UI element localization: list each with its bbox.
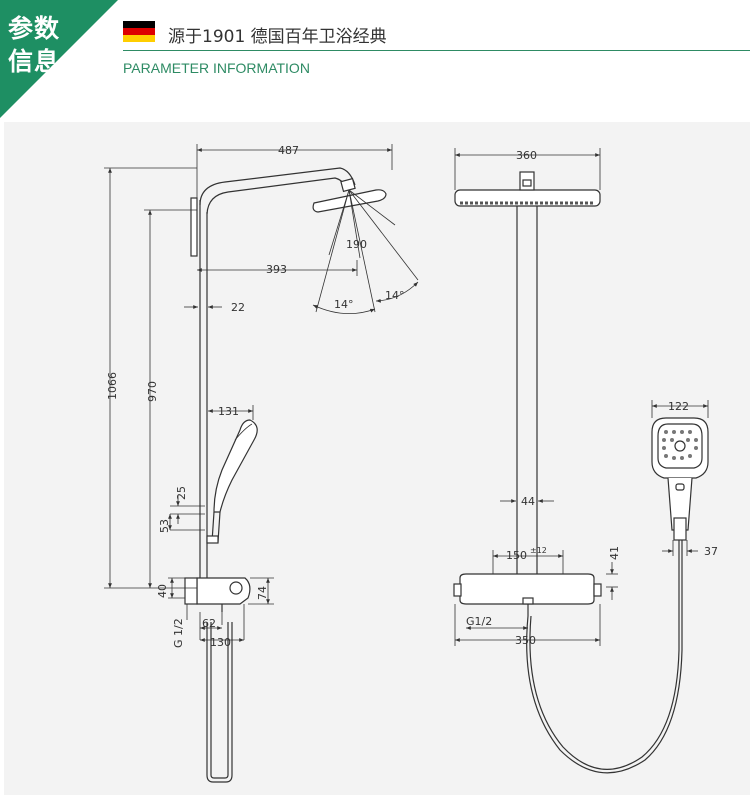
page-title: 源于1901 德国百年卫浴经典: [168, 27, 387, 47]
angle-arc-right: [375, 281, 419, 303]
dim-inlet-tolerance: ±12: [530, 546, 547, 555]
dim-pipe-offset: 22: [231, 301, 245, 314]
dim-53: 53: [158, 519, 171, 533]
hand-shower-front: [651, 417, 709, 541]
dim-130: 130: [210, 636, 231, 649]
hand-shower-dimensions: [651, 400, 709, 556]
dim-total-height: 1066: [106, 372, 119, 400]
overhead-shower-head: [312, 189, 387, 213]
wall-connector: [184, 577, 198, 605]
thermostat-mixer-side: [196, 577, 251, 605]
dim-40: 40: [156, 584, 169, 598]
shower-arm-top: [199, 167, 356, 206]
dim-angle-left: 14°: [334, 298, 354, 311]
mixer-knob: [229, 581, 243, 595]
dim-62: 62: [202, 617, 216, 630]
dim-head-diameter: 190: [346, 238, 367, 251]
wall-bracket: [190, 197, 198, 257]
shower-hose: [526, 540, 683, 774]
dim-pipe-width: 44: [521, 495, 535, 508]
page-subtitle: PARAMETER INFORMATION: [123, 60, 310, 76]
dim-head-width: 360: [516, 149, 537, 162]
dim-arm-reach: 393: [266, 263, 287, 276]
dim-41: 41: [608, 546, 621, 560]
dim-handshower-reach: 131: [218, 405, 239, 418]
header-divider: [123, 50, 750, 51]
dim-74: 74: [256, 586, 269, 600]
side-view: [184, 167, 419, 783]
dim-head-height: 970: [146, 381, 159, 402]
dim-handshower-head-width: 122: [668, 400, 689, 413]
front-view: [453, 171, 683, 774]
section-badge: [0, 0, 118, 118]
front-view-dimensions: [454, 148, 618, 646]
thermostat-mixer-front: [459, 573, 595, 605]
side-view-dimensions: [104, 144, 393, 642]
dim-mixer-width: 350: [515, 634, 536, 647]
shower-hose-loop-outer: [206, 622, 233, 783]
section-badge-label: 参数 信息: [8, 14, 61, 76]
head-connector: [519, 171, 535, 191]
dim-thread-side: G 1/2: [172, 618, 185, 648]
head-joint: [340, 177, 356, 193]
dim-25: 25: [175, 486, 188, 500]
dim-thread-front: G1/2: [466, 615, 492, 628]
slide-holder: [206, 535, 219, 544]
shower-hose-loop-inner: [210, 622, 229, 779]
dimension-labels: 487 190 393 14° 14° 22 1066 970 131 25 5…: [106, 144, 718, 649]
hose-connector: [673, 517, 687, 541]
drawing-panel: [4, 122, 750, 795]
angle-arc-left: [312, 304, 376, 315]
dim-arm-length: 487: [278, 144, 299, 157]
spray-nozzles: [662, 430, 698, 460]
dim-angle-right: 14°: [385, 289, 405, 302]
germany-flag-icon: [123, 21, 155, 42]
dim-inlet-spacing: 150: [506, 549, 527, 562]
dim-handle-width: 37: [704, 545, 718, 558]
hand-shower-side: [213, 419, 258, 513]
